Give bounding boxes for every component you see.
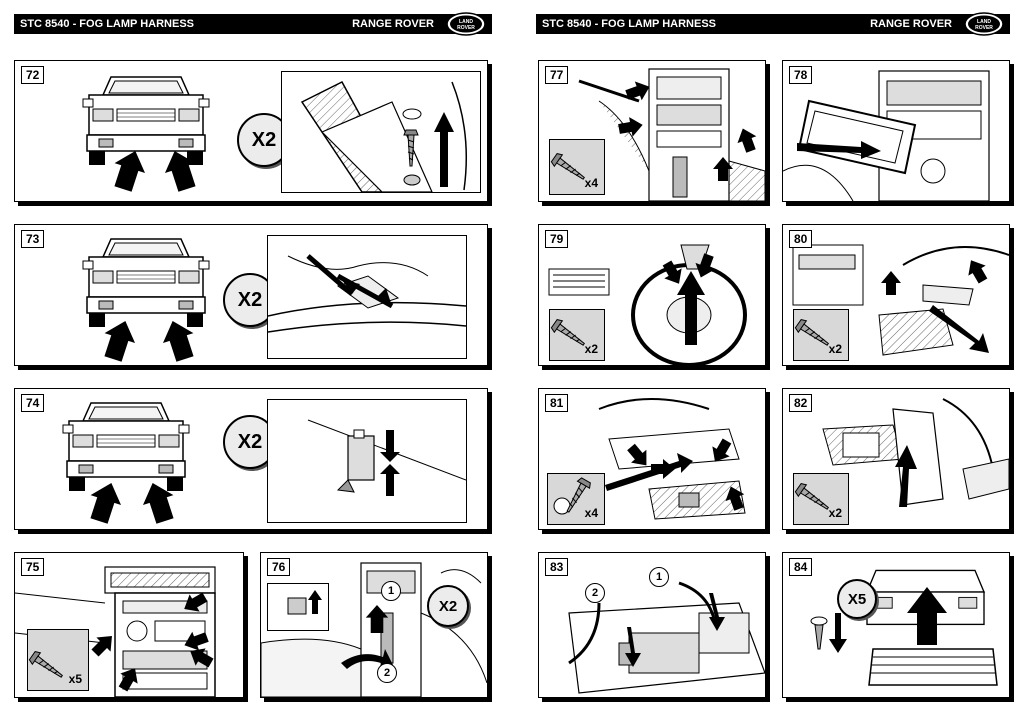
step-panel-76: 76 1 2 X2: [260, 552, 488, 698]
radio-removal-illustration: [783, 70, 990, 201]
header-title: STC 8540 - FOG LAMP HARNESS: [20, 18, 194, 30]
footwell-panel-illustration: [822, 398, 1009, 507]
step-panel-83: 83 1 2: [538, 552, 766, 698]
callout-2: 2: [377, 663, 397, 683]
header-title: STC 8540 - FOG LAMP HARNESS: [542, 18, 716, 30]
step-number: 72: [21, 66, 45, 84]
detail-inset: [267, 399, 467, 523]
steering-wheel-illustration: [548, 244, 747, 365]
svg-text:LAND: LAND: [977, 19, 991, 25]
step-panel-80: 80 x2: [782, 224, 1010, 366]
bumper-underside-detail: [268, 254, 466, 333]
engine-bay-illustration: [568, 581, 765, 694]
svg-text:LAND: LAND: [459, 19, 473, 25]
console-side-illustration: [578, 68, 765, 201]
step-number: 77: [545, 66, 569, 84]
land-rover-logo: LAND ROVER: [446, 12, 486, 36]
fastener-quantity: x2: [828, 506, 842, 520]
fastener-box: x2: [793, 473, 849, 525]
clip-detail: [287, 590, 322, 615]
step-panel-72: 72 X2: [14, 60, 488, 202]
page-header-left: STC 8540 - FOG LAMP HARNESS RANGE ROVER …: [14, 12, 492, 36]
multiplier-badge: X5: [837, 579, 877, 619]
fastener-box: x5: [27, 629, 89, 691]
step-number: 84: [789, 558, 813, 576]
under-dash-illustration: [598, 398, 749, 520]
step-number: 74: [21, 394, 45, 412]
fog-lamp-bolt-detail: [300, 81, 468, 192]
detail-inset: [267, 583, 329, 631]
callout-2: 2: [585, 583, 605, 603]
svg-text:ROVER: ROVER: [457, 25, 475, 31]
grille-refit-illustration: [810, 569, 998, 686]
screw-with-washer-icon: [553, 476, 593, 516]
multiplier-badge: X2: [427, 585, 469, 627]
header-brand: RANGE ROVER: [352, 18, 434, 30]
fastener-quantity: x4: [584, 506, 598, 520]
page-header-right: STC 8540 - FOG LAMP HARNESS RANGE ROVER …: [536, 12, 1010, 36]
step-panel-73: 73 X2: [14, 224, 488, 366]
step-number: 73: [21, 230, 45, 248]
callout-1: 1: [381, 581, 401, 601]
step-number: 78: [789, 66, 813, 84]
step-panel-84: 84 X5: [782, 552, 1010, 698]
lower-dash-panel-illustration: [792, 244, 1009, 356]
step-panel-82: 82 x2: [782, 388, 1010, 530]
land-rover-logo: LAND ROVER: [964, 12, 1004, 36]
fastener-quantity: x2: [828, 342, 842, 356]
step-number: 80: [789, 230, 813, 248]
fastener-box: x4: [547, 473, 605, 525]
step-number: 76: [267, 558, 291, 576]
step-number: 82: [789, 394, 813, 412]
step-panel-77: 77 x4: [538, 60, 766, 202]
fastener-box: x2: [549, 309, 605, 361]
step-panel-74: 74 X2: [14, 388, 488, 530]
fastener-box: x4: [549, 139, 605, 195]
callout-1: 1: [649, 567, 669, 587]
detail-inset: [267, 235, 467, 359]
detail-inset: [281, 71, 481, 193]
step-number: 81: [545, 394, 569, 412]
step-panel-75: 75 x5: [14, 552, 244, 698]
header-brand: RANGE ROVER: [870, 18, 952, 30]
svg-text:ROVER: ROVER: [975, 25, 993, 31]
step-number: 79: [545, 230, 569, 248]
fastener-quantity: x5: [68, 672, 82, 686]
step-number: 75: [21, 558, 45, 576]
fastener-quantity: x4: [584, 176, 598, 190]
fastener-box: x2: [793, 309, 849, 361]
center-console-illustration: [15, 566, 216, 697]
fastener-quantity: x2: [584, 342, 598, 356]
fog-lamp-connector-detail: [307, 419, 466, 496]
step-panel-79: 79 x2: [538, 224, 766, 366]
step-panel-81: 81 x4: [538, 388, 766, 530]
step-panel-78: 78: [782, 60, 1010, 202]
step-number: 83: [545, 558, 569, 576]
